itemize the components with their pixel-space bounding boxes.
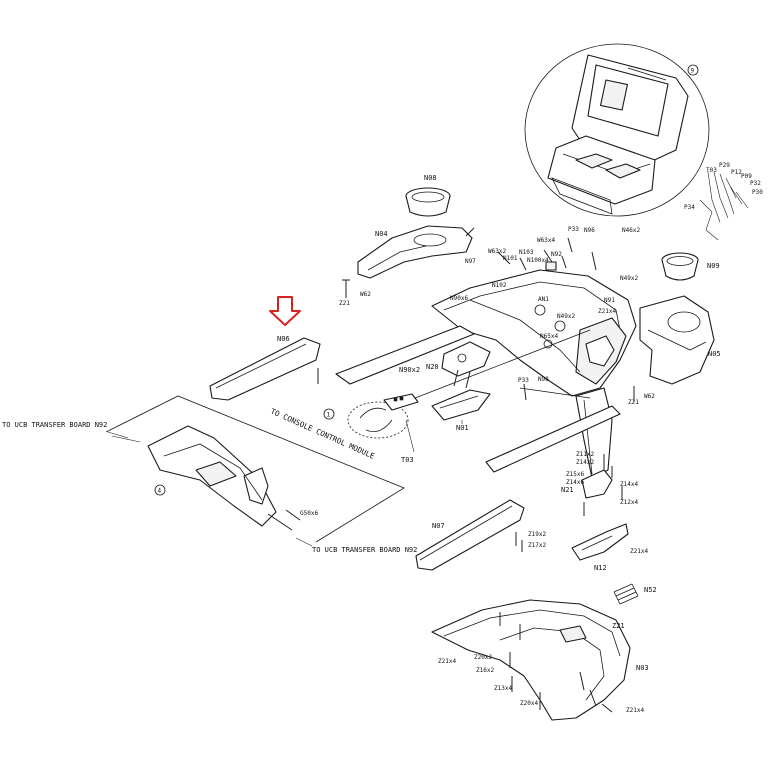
label-AN1: AN1 xyxy=(538,296,549,303)
highlight-arrow-icon xyxy=(269,296,301,326)
label-W63x2: W63x2 xyxy=(488,248,506,255)
label-N103: N103 xyxy=(519,249,534,256)
label-Z21x4-base-right: Z21x4 xyxy=(626,707,644,714)
label-N101: N101 xyxy=(503,255,518,262)
label-Z21-base: Z21 xyxy=(612,622,625,630)
callout-4: 4 xyxy=(158,488,162,495)
label-Z13x4: Z13x4 xyxy=(494,685,512,692)
frame-fasteners: W63x2 W63x4 P33 N96 N46x2 N97 N101 N103 … xyxy=(450,226,640,340)
label-T03: T03 xyxy=(401,456,414,464)
label-P33-mid: P33 xyxy=(518,377,529,384)
part-N01-plate: N01 xyxy=(431,389,491,432)
label-Z21-right: Z21 xyxy=(628,399,639,406)
label-N06: N06 xyxy=(277,335,290,343)
label-N90x2: N90x2 xyxy=(399,366,420,374)
note-ucb-bottom: TO UCB TRANSFER BOARD N92 xyxy=(312,546,417,554)
fastener-column: Z11x2 Z14x2 Z15x6 Z14x6 Z14x4 Z12x4 Z19x… xyxy=(515,451,638,552)
label-Z11x2: Z11x2 xyxy=(576,451,594,458)
callout-9: 9 xyxy=(691,68,695,75)
label-Z14x4: Z14x4 xyxy=(620,481,638,488)
console-module: 1 T03 xyxy=(323,393,419,464)
label-N52: N52 xyxy=(644,586,657,594)
label-N100x4: N100x4 xyxy=(527,257,549,264)
label-P29: P29 xyxy=(719,162,730,169)
note-console-module: TO CONSOLE CONTROL MODULE xyxy=(269,407,376,461)
label-N65x4: N65x4 xyxy=(540,333,558,340)
label-N102: N102 xyxy=(492,282,507,289)
label-Z19x2: Z19x2 xyxy=(528,531,546,538)
part-N07-cover: N07 xyxy=(415,499,525,571)
label-N12: N12 xyxy=(594,564,607,572)
label-N49x2-top: N49x2 xyxy=(620,275,638,282)
label-Z21-left: Z21 xyxy=(339,300,350,307)
label-Z14x2: Z14x2 xyxy=(576,459,594,466)
label-N92: N92 xyxy=(551,251,562,258)
label-N96: N96 xyxy=(584,227,595,234)
note-ucb-top: TO UCB TRANSFER BOARD N92 xyxy=(2,421,107,429)
label-N04: N04 xyxy=(375,230,388,238)
label-N20: N20 xyxy=(426,363,439,371)
ucb-harness: 4 G50x6 xyxy=(105,395,405,547)
label-P09: P09 xyxy=(741,173,752,180)
harness-wires: T03 P29 P12 P09 P32 P30 P34 xyxy=(684,162,763,241)
label-Z20x2: Z20x2 xyxy=(474,654,492,661)
label-P32: P32 xyxy=(750,180,761,187)
console-detail-view: 9 xyxy=(524,43,710,217)
label-N08: N08 xyxy=(424,174,437,182)
label-N07: N07 xyxy=(432,522,445,530)
label-N90x6: N90x6 xyxy=(450,295,468,302)
label-Z12x4: Z12x4 xyxy=(620,499,638,506)
part-N52-spring: N52 xyxy=(613,583,657,605)
part-N03-base: Z21 N03 Z21x4 Z20x2 Z16x2 Z13x4 Z20x4 Z2… xyxy=(431,599,649,721)
part-N04-rail: N04 xyxy=(357,225,475,279)
label-Z21x4-frame: Z21x4 xyxy=(598,308,616,315)
label-N91: N91 xyxy=(604,297,615,304)
label-Z15x6: Z15x6 xyxy=(566,471,584,478)
part-N09-cup: N09 xyxy=(661,252,720,281)
label-Z20x4: Z20x4 xyxy=(520,700,538,707)
label-W62-left: W62 xyxy=(360,291,371,298)
part-N05-shroud: N05 xyxy=(639,295,721,385)
label-N01: N01 xyxy=(456,424,469,432)
label-N46x2: N46x2 xyxy=(622,227,640,234)
label-W62-right: W62 xyxy=(644,393,655,400)
callout-1: 1 xyxy=(327,412,331,419)
label-Z17x2: Z17x2 xyxy=(528,542,546,549)
label-N09: N09 xyxy=(707,262,720,270)
label-N98: N98 xyxy=(538,376,549,383)
label-T03-top: T03 xyxy=(706,167,717,174)
label-P12: P12 xyxy=(731,169,742,176)
label-P33-top: P33 xyxy=(568,226,579,233)
label-Z21x4-n12: Z21x4 xyxy=(630,548,648,555)
callout-9-circle xyxy=(687,64,699,76)
part-N06-cover: N06 xyxy=(209,335,321,401)
label-P30: P30 xyxy=(752,189,763,196)
label-Z16x2: Z16x2 xyxy=(476,667,494,674)
label-G50x6: G50x6 xyxy=(300,510,318,517)
part-N21-bracket: N21 xyxy=(561,469,613,499)
frame-rails xyxy=(335,325,621,473)
label-Z14x6: Z14x6 xyxy=(566,479,584,486)
label-N97: N97 xyxy=(465,258,476,265)
part-N20-bracket: N20 N90x2 xyxy=(399,341,491,389)
label-Z21x4-base-left: Z21x4 xyxy=(438,658,456,665)
label-N05: N05 xyxy=(708,350,721,358)
part-N08-cup: N08 xyxy=(405,174,451,217)
label-P34: P34 xyxy=(684,204,695,211)
label-N49x2-mid: N49x2 xyxy=(557,313,575,320)
part-N12-pad: N12 xyxy=(571,523,629,572)
label-N03: N03 xyxy=(636,664,649,672)
label-W63x4: W63x4 xyxy=(537,237,555,244)
label-N21: N21 xyxy=(561,486,574,494)
